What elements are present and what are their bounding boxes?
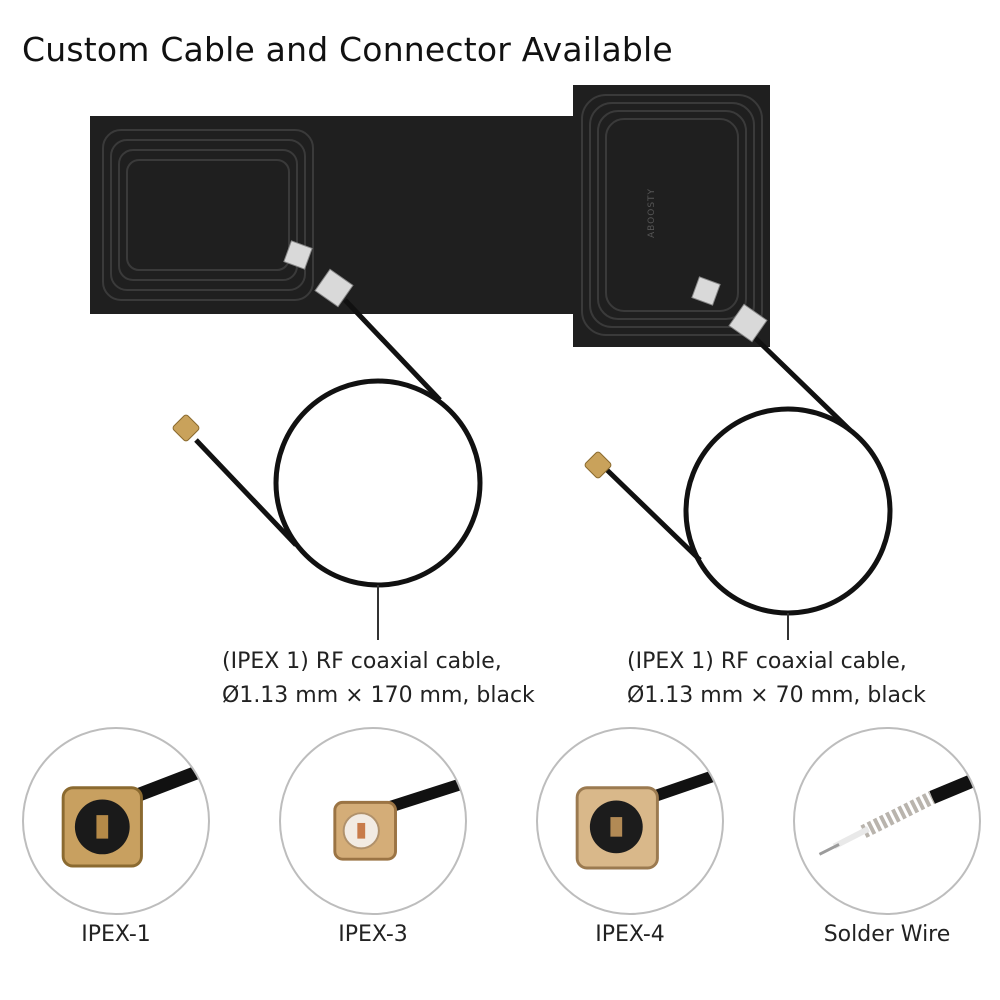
ipex-1-label: IPEX-1 bbox=[81, 922, 151, 947]
ipex-1-connector-image bbox=[22, 727, 210, 915]
cable-caption-70mm: (IPEX 1) RF coaxial cable, Ø1.13 mm × 70… bbox=[627, 645, 926, 713]
solder-wire-label: Solder Wire bbox=[823, 922, 951, 947]
cable-caption-170mm: (IPEX 1) RF coaxial cable, Ø1.13 mm × 17… bbox=[222, 645, 535, 713]
antenna-board-large bbox=[90, 116, 575, 314]
page-title: Custom Cable and Connector Available bbox=[22, 30, 673, 70]
ipex-4-label: IPEX-4 bbox=[595, 922, 665, 947]
antenna-marking: ABOOSTY bbox=[647, 188, 657, 238]
ipex-3-connector-image bbox=[279, 727, 467, 915]
cable-caption-line1: (IPEX 1) RF coaxial cable, bbox=[222, 649, 502, 674]
antenna-board-small: ABOOSTY bbox=[573, 85, 770, 347]
ipex-4-connector-image bbox=[536, 727, 724, 915]
cable-caption-line2: Ø1.13 mm × 170 mm, black bbox=[222, 683, 535, 708]
solder-wire-image bbox=[793, 727, 981, 915]
ipex-3-label: IPEX-3 bbox=[338, 922, 408, 947]
antenna-product-illustration: ABOOSTY bbox=[90, 85, 893, 640]
cable-caption-line2: Ø1.13 mm × 70 mm, black bbox=[627, 683, 926, 708]
cable-left bbox=[172, 240, 483, 640]
cable-right bbox=[584, 276, 893, 640]
cable-caption-line1: (IPEX 1) RF coaxial cable, bbox=[627, 649, 907, 674]
